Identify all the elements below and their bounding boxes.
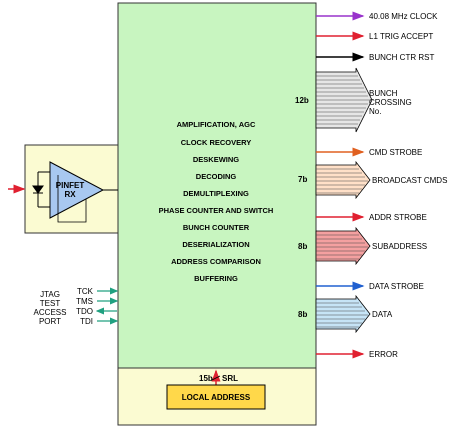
subaddress-bus: [315, 226, 371, 266]
photodiode-icon: [32, 171, 50, 208]
bunch-label-1: BUNCH: [369, 89, 398, 98]
srl-tick: [211, 375, 221, 381]
function-item: BUNCH COUNTER: [183, 223, 250, 232]
jtag-port: JTAG TEST ACCESS PORT TCK TMS TDO TDI: [34, 287, 119, 326]
local-address-label: LOCAL ADDRESS: [182, 393, 251, 402]
cmd-strobe-label: CMD STROBE: [369, 148, 422, 157]
clock-label: 40.08 MHz CLOCK: [369, 12, 438, 21]
jtag-pin-tms: TMS: [76, 297, 93, 306]
function-item: CLOCK RECOVERY: [181, 138, 252, 147]
jtag-pin-tdo: TDO: [76, 307, 93, 316]
subaddress-label: SUBADDRESS: [372, 242, 427, 251]
amplifier-icon: [49, 161, 105, 219]
bunch-width-label: 12b: [295, 96, 309, 105]
broadcast-bus-lines: [316, 168, 368, 194]
data-label: DATA: [372, 310, 393, 319]
bcr-label: BUNCH CTR RST: [369, 53, 434, 62]
function-item: DESERIALIZATION: [182, 240, 249, 249]
function-list: AMPLIFICATION, AGC CLOCK RECOVERY DESKEW…: [159, 120, 274, 283]
srl-width-label: 15b: [199, 374, 213, 383]
function-item: ADDRESS COMPARISON: [171, 257, 261, 266]
addr-strobe-label: ADDR STROBE: [369, 213, 427, 222]
data-strobe-label: DATA STROBE: [369, 282, 424, 291]
data-bus: [315, 294, 371, 334]
receiver-label-1: PINFET: [56, 181, 85, 190]
broadcast-label: BROADCAST CMDS: [372, 176, 447, 185]
rx-feedback-line: [57, 175, 87, 223]
data-bus-lines: [316, 302, 368, 328]
subaddress-bus-lines: [316, 234, 368, 260]
function-item: DECODING: [196, 172, 237, 181]
bunch-label-2: CROSSING: [369, 98, 412, 107]
l1-label: L1 TRIG ACCEPT: [369, 32, 433, 41]
jtag-pin-tdi: TDI: [80, 317, 93, 326]
jtag-title: PORT: [39, 317, 61, 326]
bunch-label-3: No.: [369, 107, 381, 116]
bunch-bus-lines: [316, 75, 370, 125]
srl-label: SRL: [222, 374, 238, 383]
function-item: AMPLIFICATION, AGC: [177, 120, 256, 129]
broadcast-bus: [315, 160, 371, 200]
function-item: DESKEWING: [193, 155, 239, 164]
chip-block: [117, 2, 317, 369]
data-width-label: 8b: [298, 310, 307, 319]
local-address-box: [166, 384, 266, 410]
receiver-label-2: RX: [64, 190, 76, 199]
jtag-title: ACCESS: [34, 308, 67, 317]
error-label: ERROR: [369, 350, 398, 359]
function-item: PHASE COUNTER AND SWITCH: [159, 206, 274, 215]
subaddress-width-label: 8b: [298, 242, 307, 251]
function-item: DEMULTIPLEXING: [183, 189, 249, 198]
jtag-pin-tck: TCK: [77, 287, 94, 296]
jtag-title: JTAG: [40, 290, 60, 299]
jtag-title: TEST: [40, 299, 61, 308]
function-item: BUFFERING: [194, 274, 238, 283]
broadcast-width-label: 7b: [298, 175, 307, 184]
